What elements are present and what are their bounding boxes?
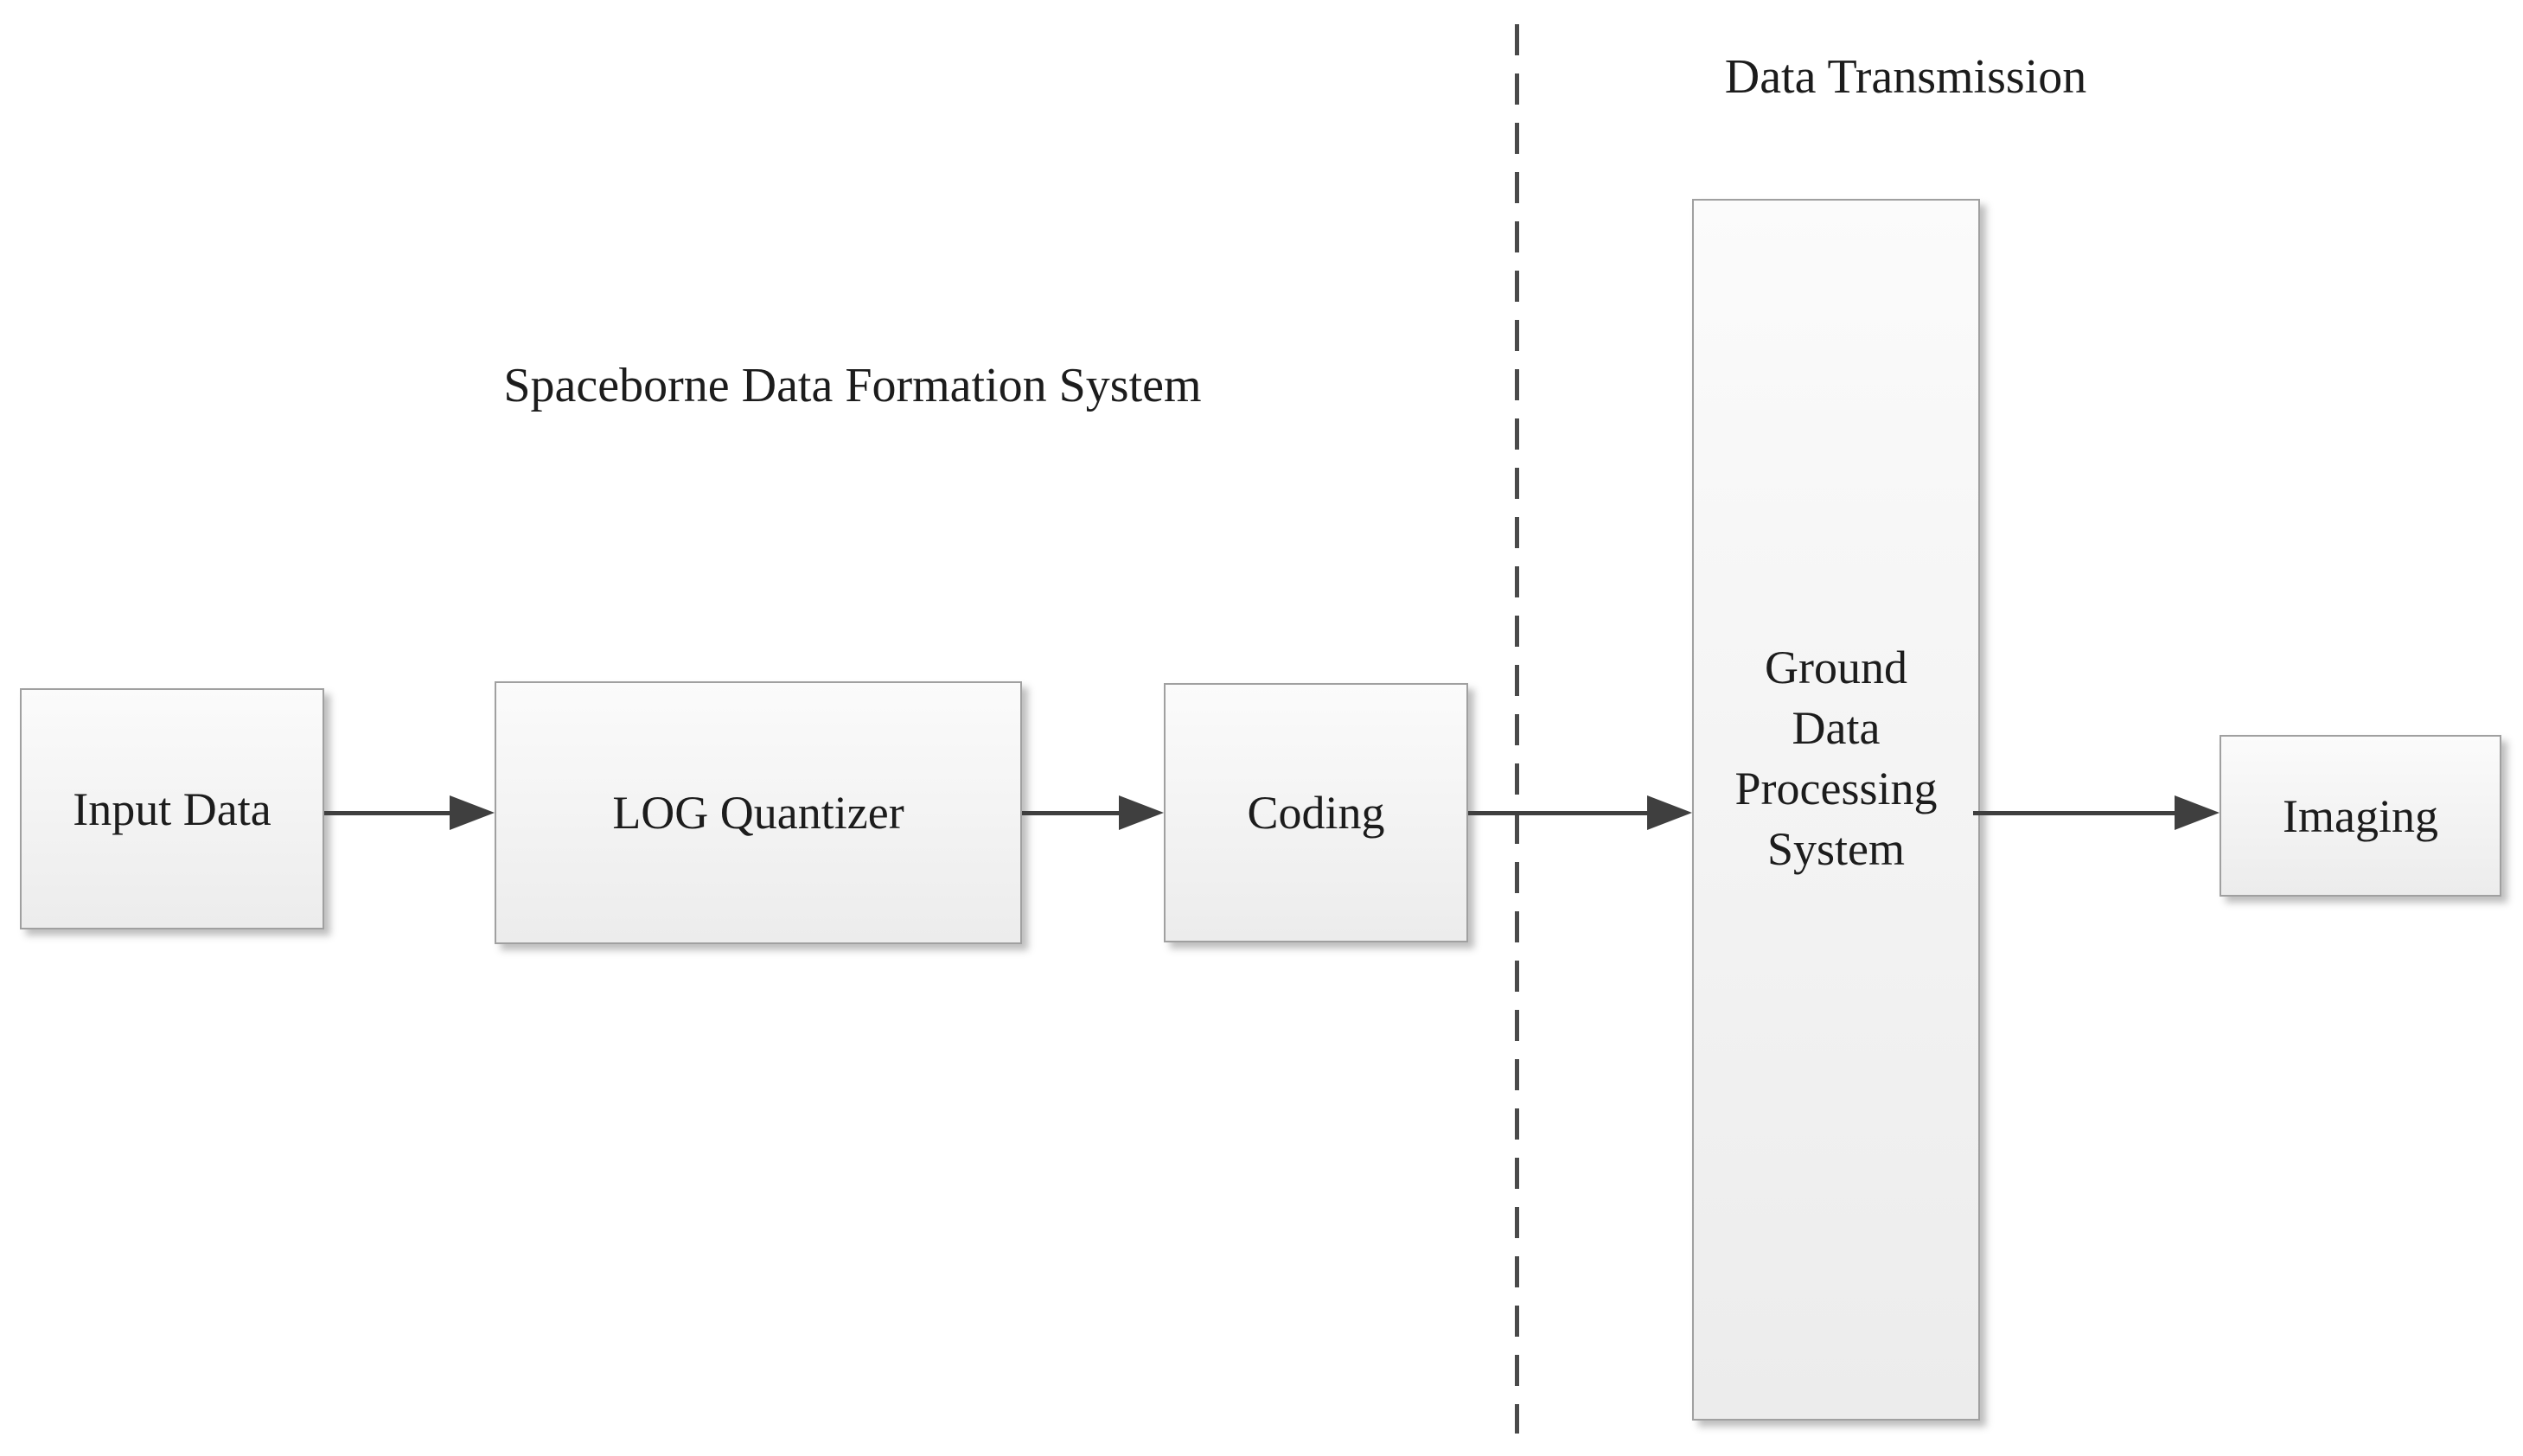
arrow-ground-to-imaging-head-icon	[2175, 795, 2220, 830]
imaging-label: Imaging	[2283, 789, 2438, 842]
arrow-ground-to-imaging-line	[1973, 811, 2178, 815]
ground-label-line-2: Data	[1792, 702, 1881, 754]
ground-data-processing-system-box: Ground Data Processing System	[1692, 199, 1980, 1421]
input-data-box: Input Data	[20, 688, 324, 929]
spaceborne-section-title: Spaceborne Data Formation System	[503, 359, 1202, 412]
arrow-input-to-quantizer-head-icon	[450, 795, 495, 830]
ground-label-line-3: Processing	[1734, 763, 1938, 814]
log-quantizer-box: LOG Quantizer	[495, 681, 1022, 944]
ground-data-processing-system-label: Ground Data Processing System	[1694, 637, 1978, 879]
arrow-quantizer-to-coding-line	[1022, 811, 1122, 815]
coding-box: Coding	[1164, 683, 1468, 942]
data-transmission-section-title: Data Transmission	[1724, 50, 2087, 104]
log-quantizer-label: LOG Quantizer	[612, 787, 904, 839]
ground-label-line-1: Ground	[1765, 642, 1907, 693]
arrow-input-to-quantizer-line	[324, 811, 453, 815]
input-data-label: Input Data	[73, 782, 271, 835]
coding-label: Coding	[1247, 787, 1385, 839]
arrow-coding-to-ground-head-icon	[1647, 795, 1692, 830]
arrow-coding-to-ground-line	[1468, 811, 1651, 815]
arrow-quantizer-to-coding-head-icon	[1119, 795, 1164, 830]
ground-label-line-4: System	[1766, 823, 1906, 875]
section-divider-dashed-line	[1515, 24, 1519, 1434]
imaging-box: Imaging	[2220, 735, 2501, 897]
